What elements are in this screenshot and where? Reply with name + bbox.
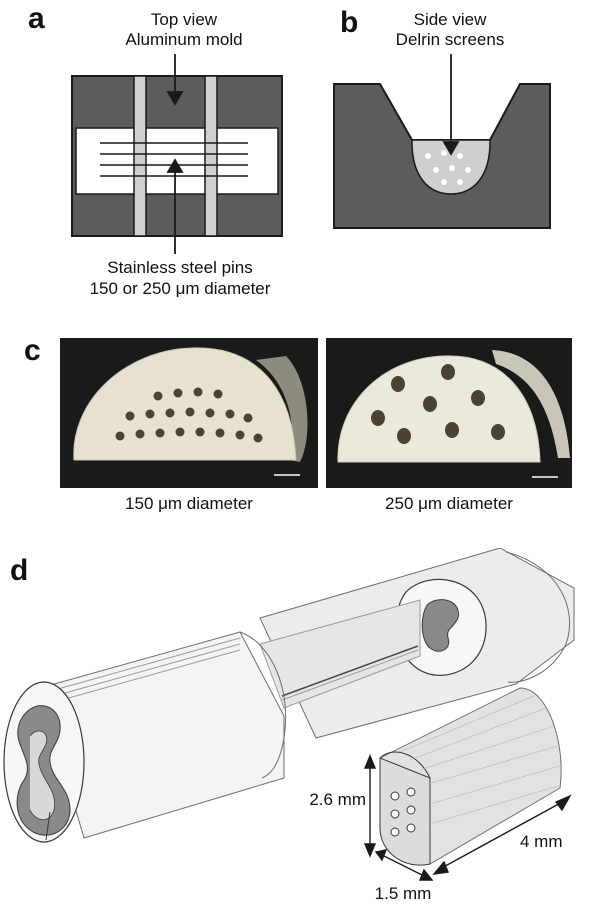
mold-body	[71, 75, 283, 237]
dimension-arrows	[363, 754, 572, 881]
dimension-width-label: 1.5 mm	[374, 884, 432, 903]
scaffold-channel-holes	[390, 787, 416, 837]
aluminum-mold-label: Aluminum mold	[125, 30, 243, 49]
nerve-conduit-diagram	[3, 548, 575, 881]
mold-cavity	[75, 127, 279, 195]
scaffold-photo-150um	[60, 338, 318, 488]
caption-150um: 150 μm diameter	[125, 494, 253, 513]
scaffold-mesh-block	[379, 687, 562, 866]
pin-holes	[425, 150, 471, 185]
mold-side-view-diagram	[333, 54, 551, 229]
pin-diameter-label: 150 or 250 μm diameter	[89, 279, 271, 298]
delrin-screen-left	[133, 75, 147, 237]
screens-arrow	[442, 54, 460, 156]
scaffold-photo-250um	[326, 338, 572, 488]
conduit-front-section	[3, 631, 287, 843]
side-view-label: Side view	[413, 10, 487, 29]
stainless-steel-pins-label: Stainless steel pins	[107, 258, 253, 277]
dimension-length-label: 4 mm	[520, 832, 563, 851]
caption-250um: 250 μm diameter	[385, 494, 513, 513]
panel-label-c: c	[24, 334, 41, 367]
dimension-height-label: 2.6 mm	[309, 790, 366, 809]
panel-label-d: d	[10, 554, 29, 587]
panel-label-a: a	[28, 2, 45, 35]
pins-arrow	[166, 158, 184, 254]
mold-top-view-diagram	[71, 54, 551, 254]
conduit-gap-section	[259, 599, 421, 709]
top-view-label: Top view	[150, 10, 218, 29]
mold-arrow	[166, 54, 184, 106]
panel-label-b: b	[340, 6, 359, 39]
delrin-screens-label: Delrin screens	[395, 30, 505, 49]
delrin-screen-right	[204, 75, 218, 237]
